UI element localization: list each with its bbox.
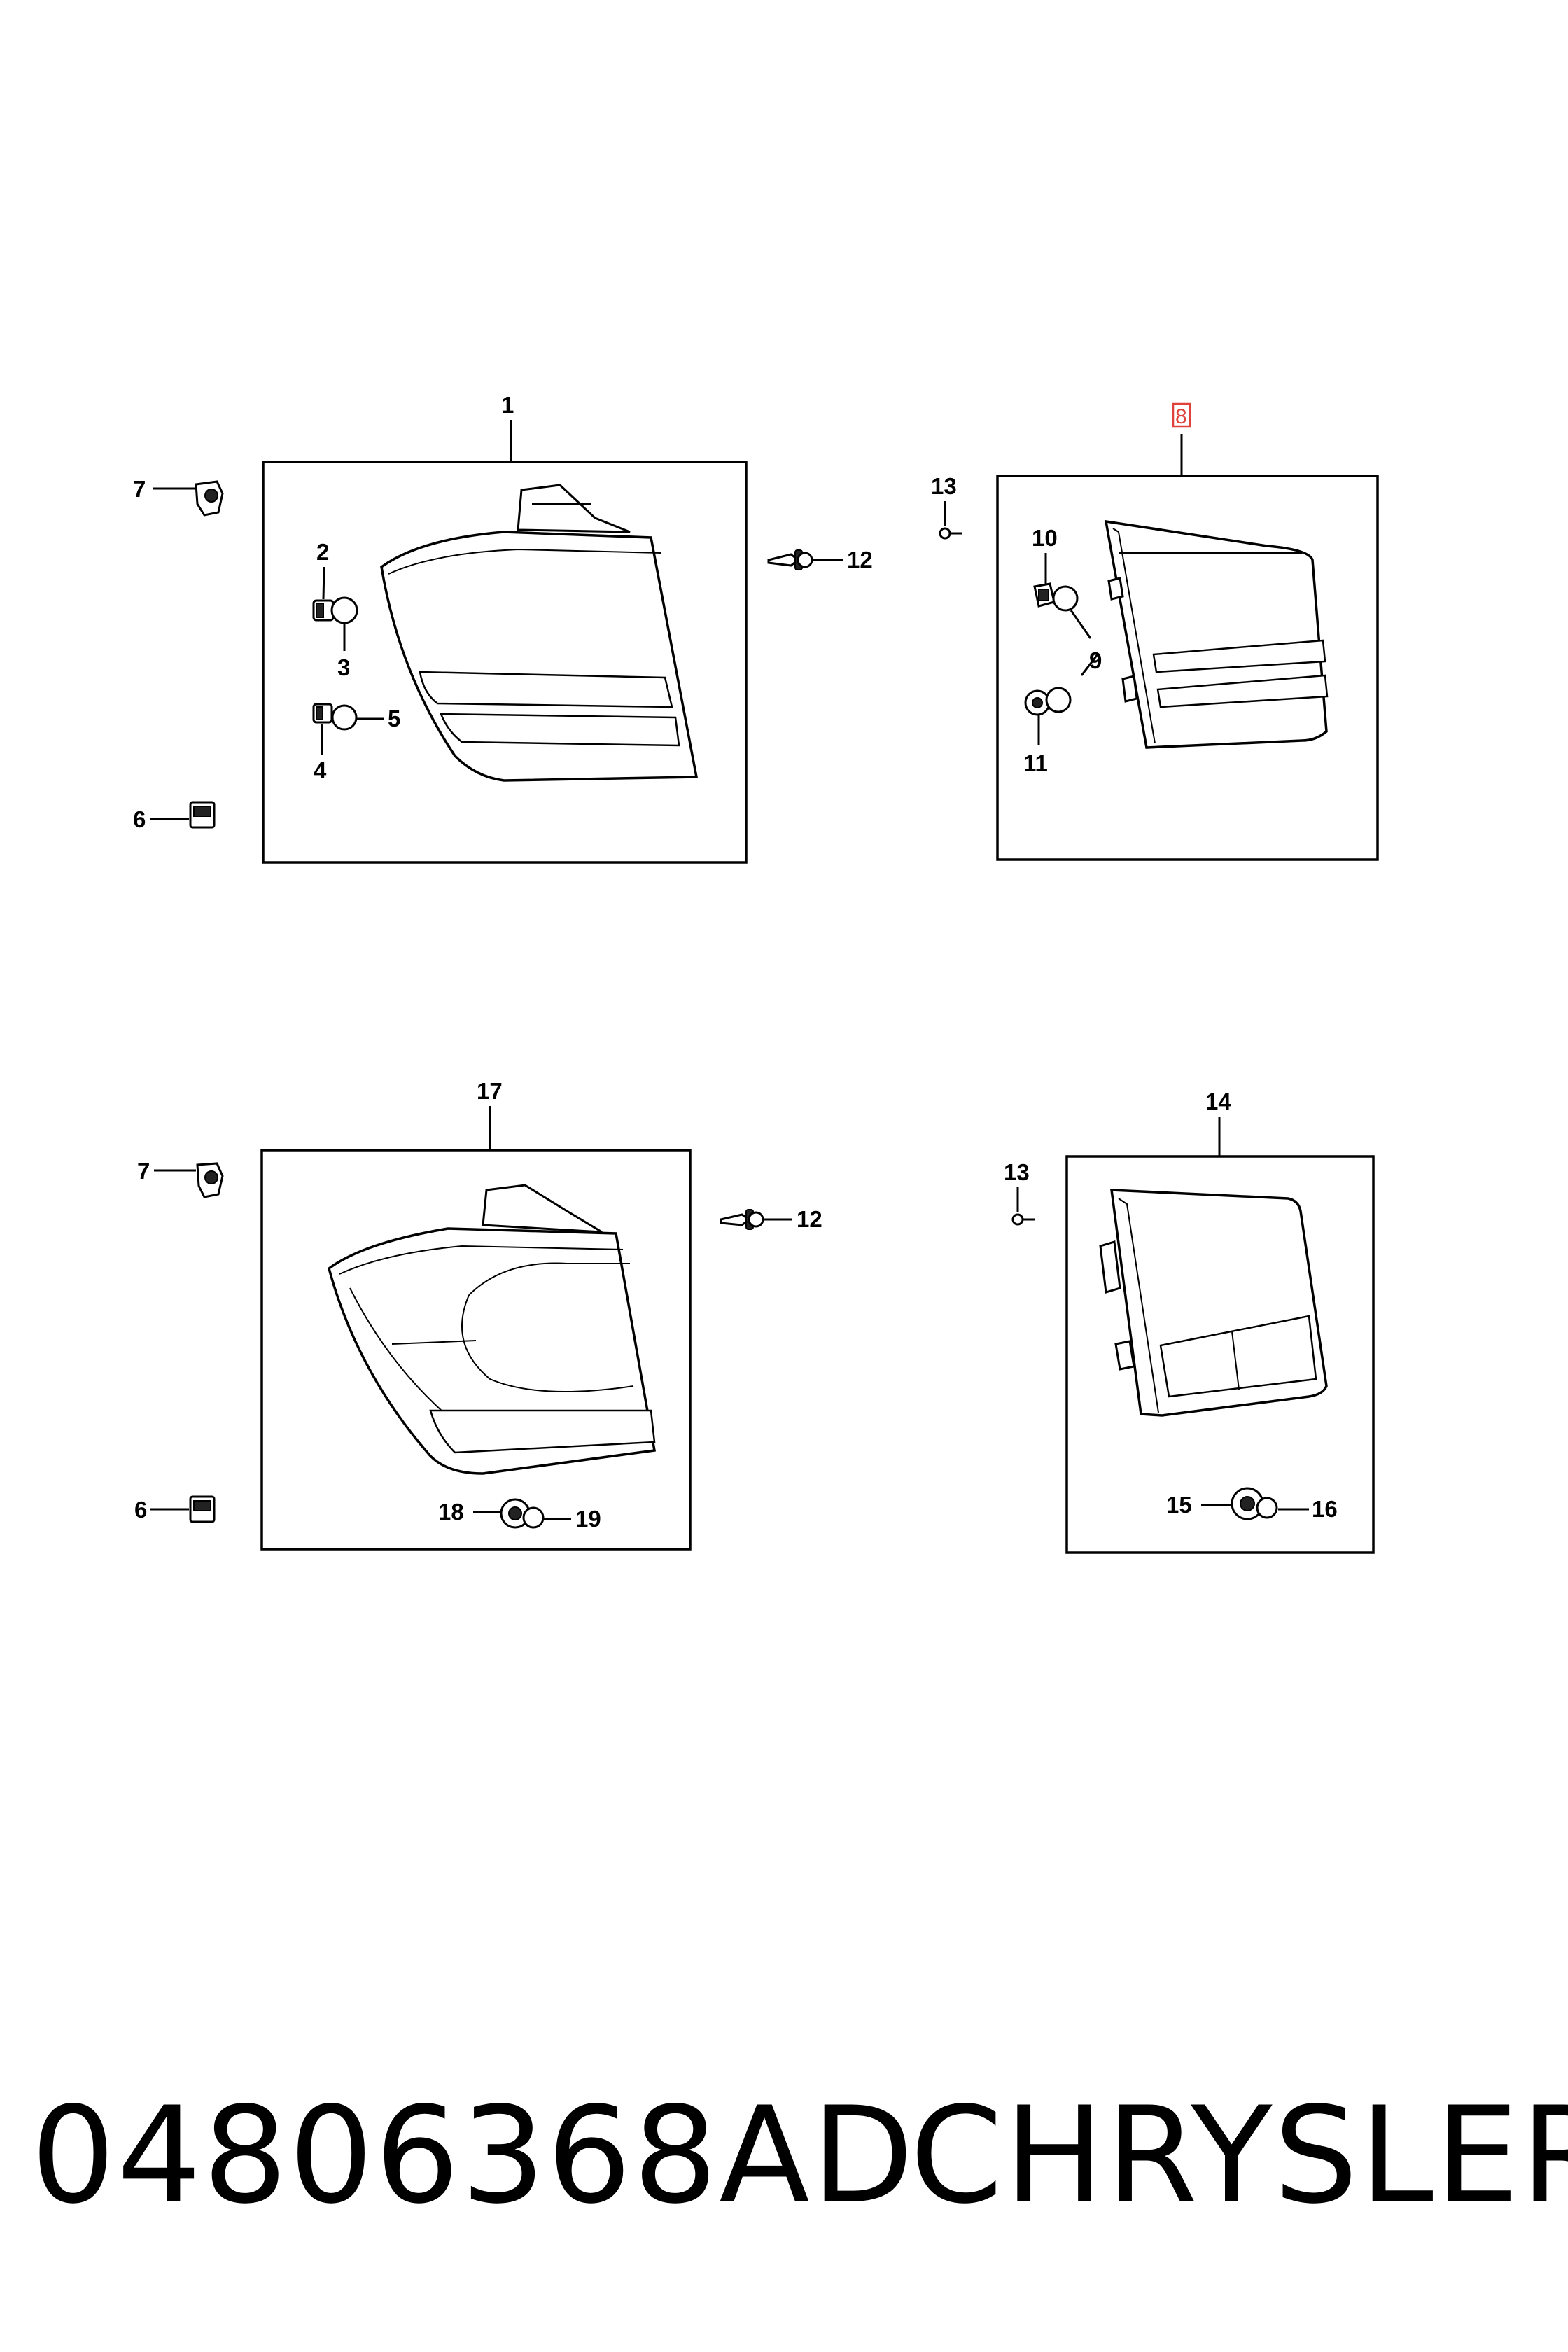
callout-16: 16 xyxy=(1312,1496,1338,1522)
callout-2: 2 xyxy=(316,539,329,565)
grommet-7[interactable] xyxy=(196,1162,224,1198)
bulb-5[interactable] xyxy=(331,704,358,731)
screw-13[interactable] xyxy=(939,527,962,540)
bulb-9-upper[interactable] xyxy=(1052,585,1079,612)
outer-tail-lamp[interactable] xyxy=(380,484,699,782)
panel-outer-lamp-bottom: 17 18 19 7 xyxy=(134,1078,822,1550)
callout-1: 1 xyxy=(501,392,514,418)
lens-strip-upper xyxy=(1152,639,1326,673)
bulb-socket-4[interactable] xyxy=(312,703,333,724)
panel-frame xyxy=(260,1149,692,1550)
inner-tail-lamp[interactable] xyxy=(1104,519,1329,749)
panel-frame xyxy=(996,475,1379,861)
callout-10: 10 xyxy=(1032,525,1058,551)
lens-strip-lower xyxy=(440,713,680,747)
part-number: 04806368AD xyxy=(31,2078,916,2233)
nut-6[interactable] xyxy=(189,801,216,829)
callout-7-top: 7 xyxy=(133,476,146,502)
bulb-9-lower[interactable] xyxy=(1045,687,1072,713)
bulb-3[interactable] xyxy=(330,596,358,624)
callout-15: 15 xyxy=(1166,1492,1192,1518)
callout-5: 5 xyxy=(388,706,400,732)
inner-tail-lamp-led[interactable] xyxy=(1099,1189,1328,1417)
lens-strip-lower xyxy=(1156,674,1329,708)
bulb-19[interactable] xyxy=(522,1506,545,1529)
grommet-7[interactable] xyxy=(195,480,224,517)
bulb-socket-11[interactable] xyxy=(1024,690,1051,716)
leader-line-2 xyxy=(322,566,326,600)
panel-outer-lamp-top: 1 2 3 4 5 xyxy=(133,392,873,864)
callout-17: 17 xyxy=(477,1078,503,1104)
callout-19: 19 xyxy=(575,1506,601,1532)
callout-9: 9 xyxy=(1089,648,1102,673)
lens-strip-upper xyxy=(419,671,673,708)
panel-inner-lamp-top: 8 10 9 11 xyxy=(931,402,1379,861)
bulb-socket-10[interactable] xyxy=(1033,582,1056,608)
callout-3: 3 xyxy=(337,654,350,680)
callout-12-bottom: 12 xyxy=(797,1206,822,1232)
callout-18: 18 xyxy=(438,1499,464,1525)
brand-name: CHRYSLER xyxy=(910,2078,1568,2233)
callout-7-bottom: 7 xyxy=(137,1158,150,1184)
highlight-box xyxy=(1172,402,1191,428)
lens-strip xyxy=(429,1409,656,1454)
screw-13[interactable] xyxy=(1011,1213,1035,1226)
lens-strip xyxy=(1159,1315,1317,1398)
bulb-socket-15[interactable] xyxy=(1231,1487,1264,1520)
push-pin-12[interactable] xyxy=(767,550,813,570)
panel-inner-lamp-bottom: 14 15 16 13 xyxy=(1004,1088,1375,1554)
callout-14: 14 xyxy=(1205,1088,1231,1114)
outer-tail-lamp-led[interactable] xyxy=(327,1184,657,1475)
panel-frame xyxy=(262,461,748,864)
bulb-socket-18[interactable] xyxy=(500,1498,531,1529)
callout-4: 4 xyxy=(314,757,327,783)
callout-11: 11 xyxy=(1023,750,1048,776)
callout-13-bottom: 13 xyxy=(1004,1159,1030,1185)
callout-8: 8 xyxy=(1175,405,1187,428)
callout-13-top: 13 xyxy=(931,473,957,499)
leader-line-9-lower xyxy=(1080,654,1099,676)
push-pin-12[interactable] xyxy=(720,1209,764,1230)
callout-6-top: 6 xyxy=(133,806,146,832)
bulb-16[interactable] xyxy=(1256,1497,1278,1519)
callout-6-bottom: 6 xyxy=(134,1497,147,1522)
nut-6[interactable] xyxy=(189,1495,216,1523)
bulb-socket-2[interactable] xyxy=(312,599,335,622)
leader-line-9-upper xyxy=(1070,610,1092,639)
callout-12-top: 12 xyxy=(847,547,873,573)
